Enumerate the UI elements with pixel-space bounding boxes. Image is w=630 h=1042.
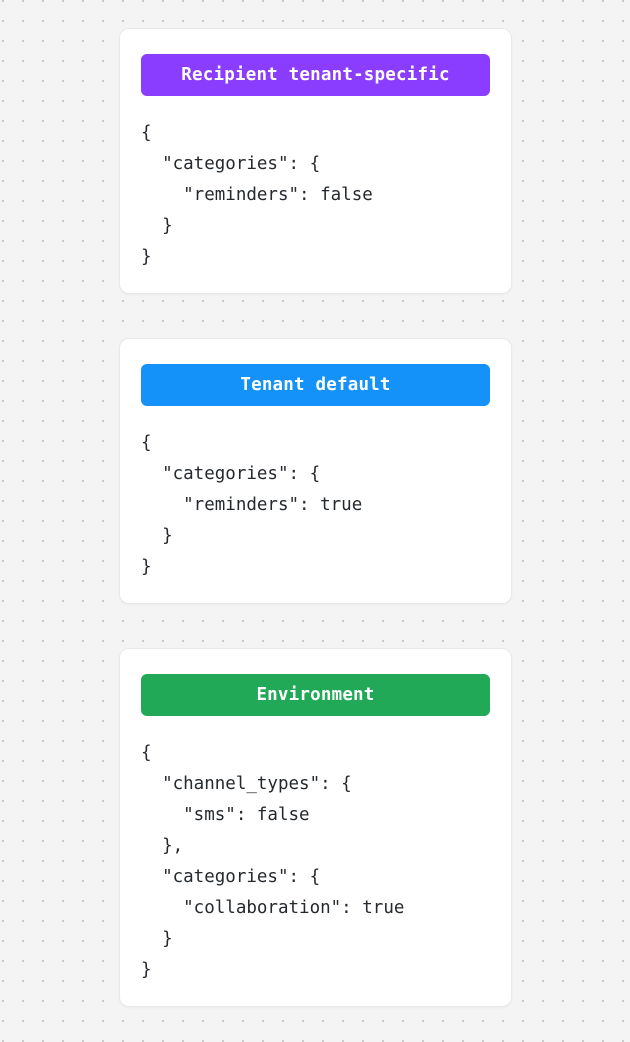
card-json-body-recipient-tenant-specific: { "categories": { "reminders": false } } [141,123,373,267]
preference-card-recipient-tenant-specific: Recipient tenant-specific { "categories"… [119,28,512,294]
card-json-body-environment: { "channel_types": { "sms": false }, "ca… [141,743,405,980]
card-json-body-tenant-default: { "categories": { "reminders": true } } [141,433,363,577]
preference-card-stack: Recipient tenant-specific { "categories"… [119,28,512,1007]
card-badge-environment: Environment [141,674,490,716]
card-badge-tenant-default: Tenant default [141,364,490,406]
preference-card-tenant-default: Tenant default { "categories": { "remind… [119,338,512,604]
preference-card-environment: Environment { "channel_types": { "sms": … [119,648,512,1007]
card-badge-recipient-tenant-specific: Recipient tenant-specific [141,54,490,96]
